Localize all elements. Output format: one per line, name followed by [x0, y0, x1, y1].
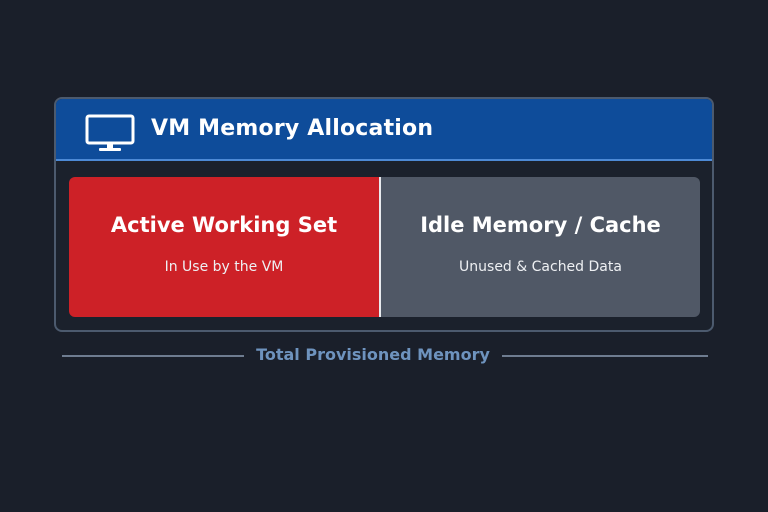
segment-title: Active Working Set: [110, 213, 338, 237]
total-bracket-line-left: [62, 355, 244, 357]
total-provisioned-label: Total Provisioned Memory: [256, 345, 490, 364]
memory-allocation-panel: VM Memory Allocation Active Working Set …: [54, 97, 714, 332]
monitor-icon: [85, 114, 135, 151]
active-working-set-segment: Active Working Set In Use by the VM: [69, 177, 381, 317]
total-bracket-line-right: [502, 355, 708, 357]
panel-title: VM Memory Allocation: [151, 116, 434, 141]
segment-subtitle: Unused & Cached Data: [459, 259, 622, 275]
panel-header: VM Memory Allocation: [56, 99, 712, 161]
segment-subtitle: In Use by the VM: [164, 259, 284, 275]
segment-title: Idle Memory / Cache: [420, 213, 661, 237]
memory-bar: Active Working Set In Use by the VM Idle…: [69, 177, 700, 317]
idle-memory-segment: Idle Memory / Cache Unused & Cached Data: [381, 177, 700, 317]
